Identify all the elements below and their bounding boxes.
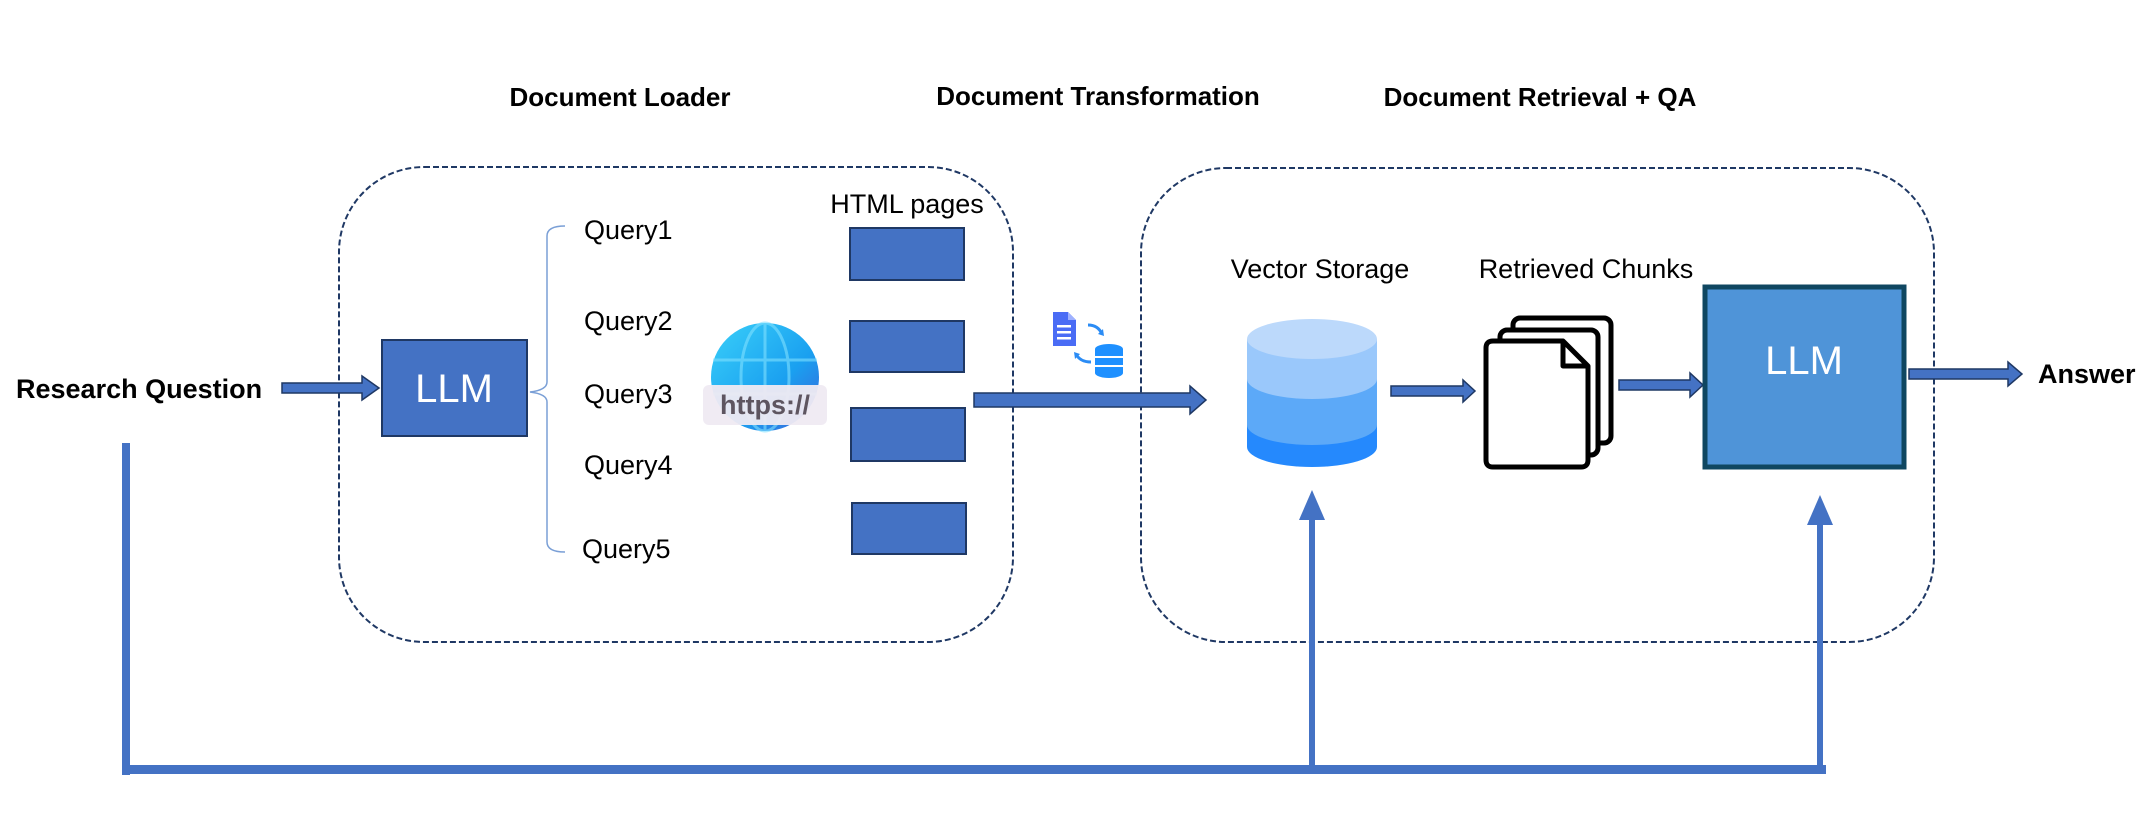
query-item: Query5 (582, 534, 671, 564)
arrow-vector-storage-to-chunks (1390, 378, 1477, 404)
html-page-block (849, 227, 965, 281)
html-page-block (851, 502, 967, 555)
feedback-line-bottom (122, 765, 1826, 774)
llm-label: LLM (415, 367, 493, 411)
feedback-line-to-llm (1817, 520, 1823, 770)
feedback-line-to-vector-storage (1309, 515, 1315, 770)
https-label: https:// (720, 390, 810, 420)
arrow-chunks-to-llm (1618, 371, 1705, 399)
html-page-block (850, 407, 966, 462)
header-document-transformation: Document Transformation (936, 81, 1260, 111)
llm-query-generator: LLM (381, 339, 528, 437)
llm-answer-generator: LLM (1702, 284, 1907, 470)
html-pages-label: HTML pages (830, 189, 984, 219)
research-question-label: Research Question (16, 374, 262, 404)
feedback-line-left (122, 443, 130, 775)
retrieved-chunks-label: Retrieved Chunks (1479, 254, 1694, 284)
document-to-database-icon (1053, 312, 1123, 378)
answer-label: Answer (2038, 359, 2136, 389)
html-page-block (849, 320, 965, 373)
document-stack-icon (1483, 315, 1614, 470)
document-loader-group (338, 166, 1014, 643)
vector-database-icon (1247, 319, 1377, 467)
llm-label: LLM (1765, 339, 1843, 383)
web-globe-icon: https:// (703, 321, 827, 433)
query-item: Query4 (584, 450, 673, 480)
query-item: Query2 (584, 306, 673, 336)
arrow-pages-to-vector-storage (973, 384, 1208, 416)
feedback-arrowhead-vector-storage (1299, 490, 1325, 520)
query-item: Query3 (584, 379, 673, 409)
vector-storage-label: Vector Storage (1231, 254, 1410, 284)
header-document-retrieval-qa: Document Retrieval + QA (1384, 82, 1697, 112)
arrow-llm-to-answer (1908, 360, 2024, 388)
feedback-connector (122, 443, 1833, 775)
feedback-arrowhead-llm (1807, 495, 1833, 525)
query-bracket (529, 225, 566, 553)
header-document-loader: Document Loader (509, 82, 730, 112)
arrow-question-to-llm (281, 374, 381, 402)
query-item: Query1 (584, 215, 673, 245)
